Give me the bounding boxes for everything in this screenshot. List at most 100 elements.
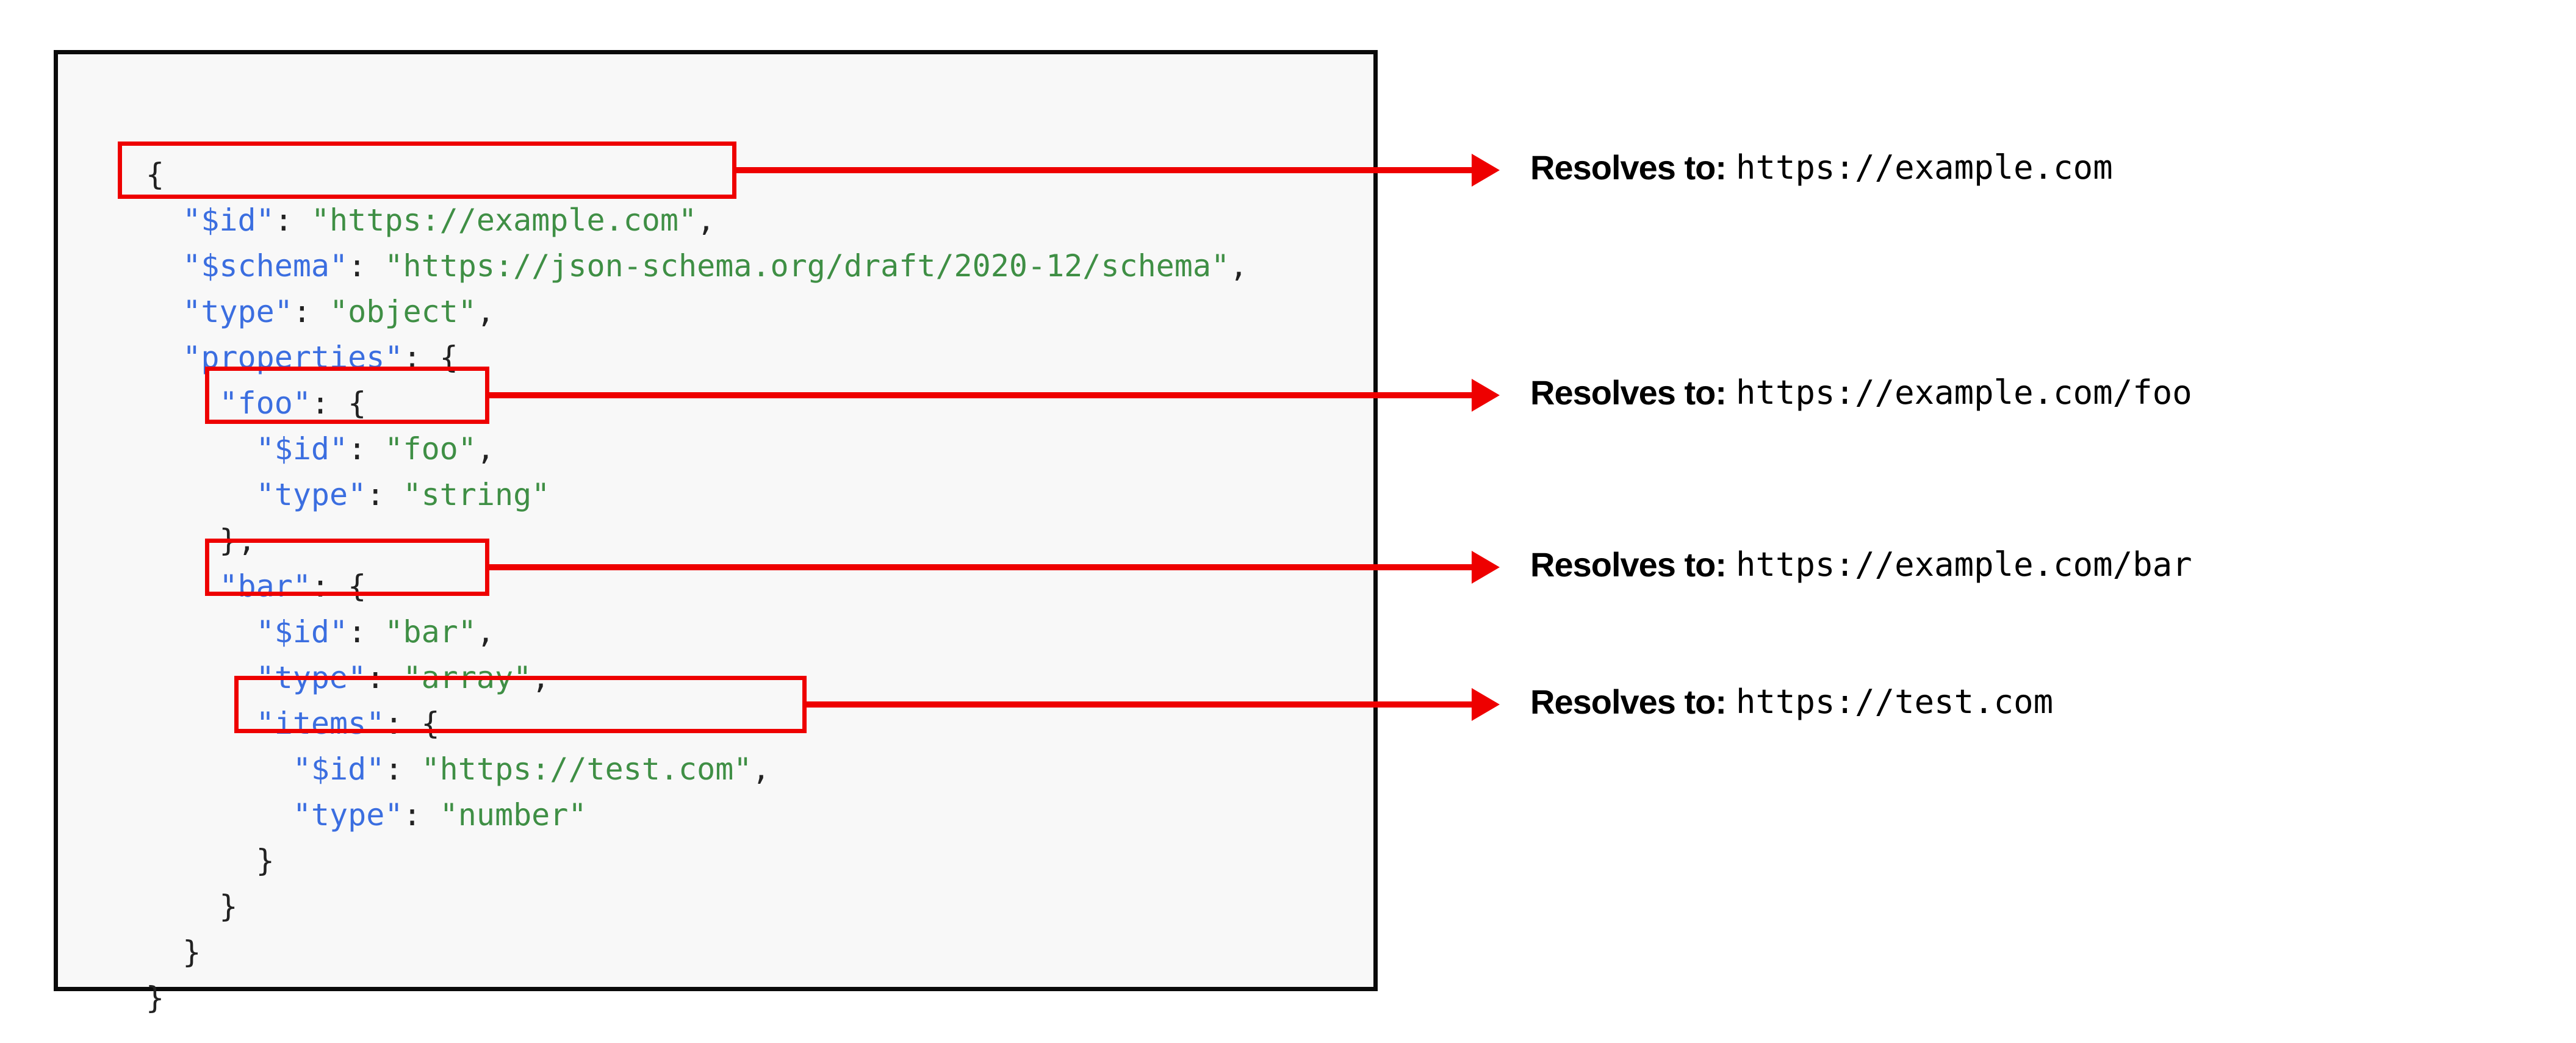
code-indent (146, 385, 219, 421)
code-line: } (146, 884, 1248, 930)
json-punctuation: : { (403, 340, 458, 375)
resolve-annotation-4: Resolves to: https://test.com (1530, 680, 2053, 723)
arrow-line-2 (488, 392, 1473, 398)
json-key: "$id" (256, 431, 348, 467)
code-indent (146, 203, 182, 238)
json-string: "array" (403, 660, 532, 695)
json-punctuation: : { (384, 706, 440, 741)
json-key: "type" (256, 477, 367, 512)
json-punctuation: , (531, 660, 550, 695)
code-line: "properties": { (146, 335, 1248, 381)
json-string: "object" (329, 294, 477, 329)
resolve-label-1: Resolves to: (1530, 148, 1727, 187)
json-string: "https://json-schema.org/draft/2020-12/s… (384, 248, 1230, 284)
json-punctuation: : (348, 614, 385, 650)
json-punctuation: , (752, 751, 771, 787)
arrow-head-icon-4 (1472, 688, 1500, 721)
arrow-line-1 (735, 167, 1473, 173)
json-punctuation: : (403, 797, 440, 833)
json-code-panel: { "$id": "https://example.com", "$schema… (54, 50, 1378, 1016)
json-string: "https://test.com" (421, 751, 752, 787)
json-key: "type" (256, 660, 367, 695)
json-punctuation: : { (311, 385, 367, 421)
code-indent (146, 843, 256, 878)
arrow-line-4 (805, 701, 1473, 708)
json-punctuation: : (366, 477, 403, 512)
json-key: "$id" (182, 203, 275, 238)
resolve-annotation-3: Resolves to: https://example.com/bar (1530, 543, 2192, 586)
json-key: "properties" (182, 340, 403, 375)
json-punctuation: : (274, 203, 311, 238)
code-line: }, (146, 518, 1248, 564)
code-line: "type": "number" (146, 792, 1248, 838)
resolve-annotation-2: Resolves to: https://example.com/foo (1530, 371, 2192, 414)
resolve-label-2: Resolves to: (1530, 373, 1727, 412)
json-punctuation: : (348, 431, 385, 467)
code-indent (146, 751, 293, 787)
json-string: "foo" (384, 431, 477, 467)
code-line: "bar": { (146, 564, 1248, 609)
json-string: "bar" (384, 614, 477, 650)
json-key: "$schema" (182, 248, 348, 284)
json-punctuation: : (366, 660, 403, 695)
json-punctuation: , (697, 203, 716, 238)
arrow-head-icon-2 (1472, 379, 1500, 412)
json-punctuation: : (348, 248, 385, 284)
code-line: "type": "array", (146, 655, 1248, 701)
resolve-url-4: https://test.com (1736, 682, 2054, 721)
code-line: "$schema": "https://json-schema.org/draf… (146, 243, 1248, 289)
resolve-label-3: Resolves to: (1530, 545, 1727, 584)
code-indent (146, 706, 256, 741)
code-indent (146, 934, 182, 970)
code-indent (146, 568, 219, 604)
code-line: "type": "object", (146, 289, 1248, 335)
json-punctuation: } (182, 934, 201, 970)
code-line: } (146, 930, 1248, 975)
code-line: } (146, 975, 1248, 1021)
json-punctuation: , (1229, 248, 1248, 284)
code-indent (146, 889, 219, 924)
json-string: "string" (403, 477, 550, 512)
code-line: "$id": "bar", (146, 609, 1248, 655)
json-punctuation: , (476, 614, 495, 650)
json-punctuation: } (146, 980, 165, 1016)
json-punctuation: } (256, 843, 275, 878)
json-key: "bar" (219, 568, 311, 604)
resolve-url-3: https://example.com/bar (1736, 545, 2192, 584)
json-punctuation: { (146, 157, 165, 192)
json-punctuation: : (292, 294, 330, 329)
code-line: "type": "string" (146, 472, 1248, 518)
json-key: "type" (182, 294, 293, 329)
code-indent (146, 660, 256, 695)
code-line: "$id": "foo", (146, 426, 1248, 472)
json-key: "$id" (256, 614, 348, 650)
resolve-label-4: Resolves to: (1530, 682, 1727, 721)
code-line: "$id": "https://test.com", (146, 747, 1248, 792)
code-line: "foo": { (146, 381, 1248, 426)
json-key: "type" (292, 797, 403, 833)
code-line: { (146, 152, 1248, 198)
code-indent (146, 523, 219, 558)
json-key: "foo" (219, 385, 311, 421)
code-line: "items": { (146, 701, 1248, 747)
json-key: "$id" (292, 751, 385, 787)
json-punctuation: }, (219, 523, 256, 558)
code-indent (146, 340, 182, 375)
json-punctuation: , (476, 294, 495, 329)
arrow-head-icon-3 (1472, 551, 1500, 584)
resolve-url-1: https://example.com (1736, 148, 2113, 187)
json-string: "number" (439, 797, 587, 833)
resolve-url-2: https://example.com/foo (1736, 373, 2192, 412)
json-punctuation: } (219, 889, 238, 924)
code-indent (146, 614, 256, 650)
code-indent (146, 431, 256, 467)
code-line: } (146, 838, 1248, 884)
code-line: "$id": "https://example.com", (146, 198, 1248, 243)
code-indent (146, 248, 182, 284)
code-indent (146, 294, 182, 329)
json-string: "https://example.com" (311, 203, 697, 238)
json-key: "items" (256, 706, 385, 741)
code-indent (146, 797, 293, 833)
resolve-annotation-1: Resolves to: https://example.com (1530, 146, 2113, 188)
json-punctuation: , (476, 431, 495, 467)
